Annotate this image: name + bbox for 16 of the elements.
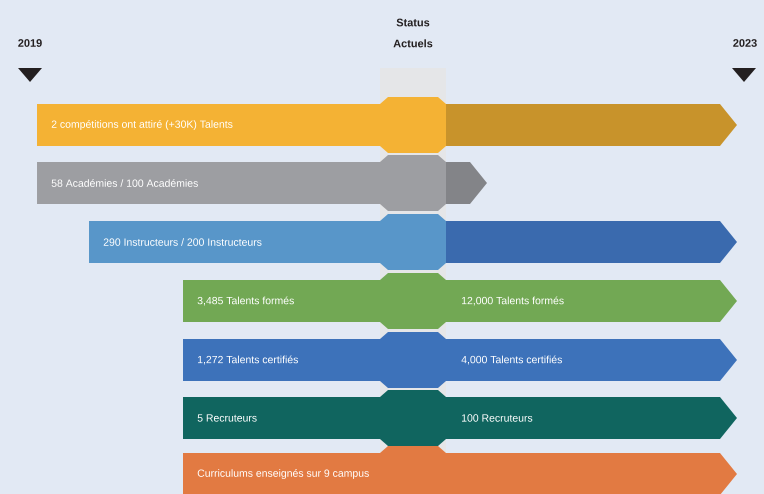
timeline-label: Status Actuels xyxy=(393,18,432,48)
node-label: 4,000 Talents certifiés xyxy=(461,355,562,365)
timeline-label: 2023 xyxy=(733,39,757,47)
arrow-bar: 290 Instructeurs / 200 Instructeurs xyxy=(89,214,737,270)
arrow-bar: 5 Recruteurs 100 Recruteurs xyxy=(183,390,737,446)
arrow-bar: 2 compétitions ont attiré (+30K) Talents xyxy=(37,97,737,153)
node-label: 12,000 Talents formés xyxy=(462,296,564,306)
arrow-bar: 58 Académies / 100 Académies xyxy=(37,155,487,211)
node-label: 1,272 Talents certifiés xyxy=(198,355,298,365)
timeline-label: 2019 xyxy=(18,39,42,47)
node-label: 5 Recruteurs xyxy=(198,414,257,422)
arrow-bar: 1,272 Talents certifiés 4,000 Talents certifiés xyxy=(183,332,737,388)
node-label: 100 Recruteurs xyxy=(462,414,532,422)
arrow-bar: Curriculums enseignés sur 9 campus xyxy=(183,446,737,494)
arrow-bar: 3,485 Talents formés 12,000 Talents formés xyxy=(183,273,737,329)
node-label: 3,485 Talents formés xyxy=(198,296,294,306)
